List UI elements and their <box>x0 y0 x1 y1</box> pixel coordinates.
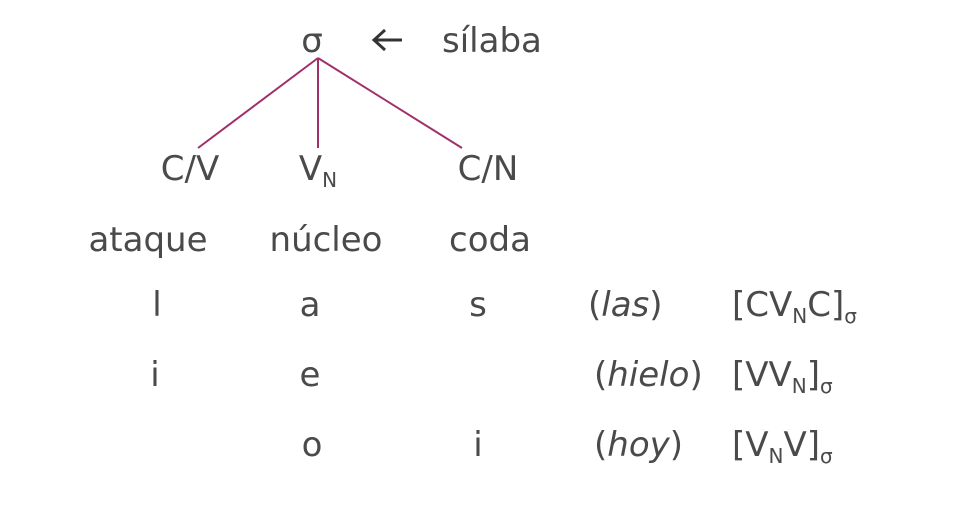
example-3-nucleus: o <box>301 425 323 465</box>
branch-top-coda: C/N <box>457 149 519 189</box>
arrow-left-icon <box>371 28 402 52</box>
label-nucleo: núcleo <box>269 220 383 260</box>
example-1-formula: [CVNC]σ <box>732 285 857 328</box>
root-label-silaba: sílaba <box>442 21 542 61</box>
branch-line-coda <box>317 57 463 149</box>
example-2-onset: i <box>150 355 160 395</box>
branch-top-onset: C/V <box>160 149 220 189</box>
branch-line-onset <box>197 57 319 149</box>
example-1-word: (las) <box>588 285 663 325</box>
example-3-coda: i <box>473 425 483 465</box>
example-2-word: (hielo) <box>594 355 703 395</box>
branch-top-nucleus: VN <box>298 149 338 192</box>
example-2-formula: [VVN]σ <box>732 355 833 398</box>
label-ataque: ataque <box>88 220 208 260</box>
syllable-root-symbol: σ <box>301 21 323 61</box>
example-1-nucleus: a <box>299 285 321 325</box>
example-1-onset: l <box>152 285 162 325</box>
example-3-word: (hoy) <box>594 425 684 465</box>
example-1-coda: s <box>469 285 487 325</box>
example-3-formula: [VNV]σ <box>732 425 833 468</box>
example-2-nucleus: e <box>299 355 321 395</box>
label-coda: coda <box>449 220 531 260</box>
